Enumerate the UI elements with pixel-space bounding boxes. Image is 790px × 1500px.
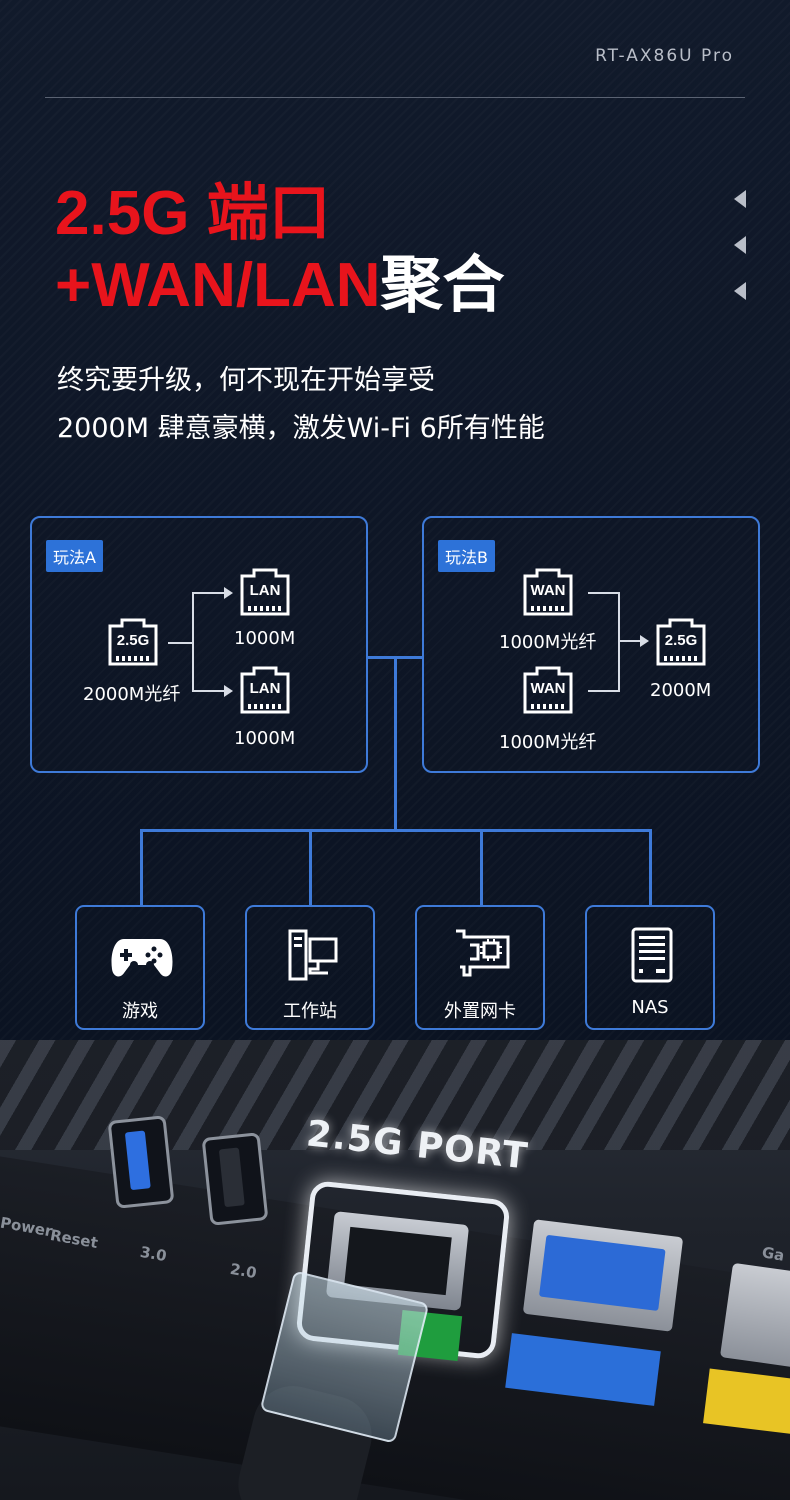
port-label: LAN [249,680,281,697]
source-bandwidth: 2000M光纤 [83,684,181,705]
workstation-icon [288,929,338,981]
title-line-2: +WAN/LAN聚合 [55,250,505,322]
ethernet-port-icon: 2.5G [652,618,710,666]
branch-drop [649,829,652,907]
ethernet-port-icon: WAN [519,568,577,616]
connector-line [192,690,226,692]
page-title: 2.5G 端口 +WAN/LAN聚合 [55,178,505,322]
device-label: 游戏 [122,1001,158,1022]
branch-drop [309,829,312,907]
triangle-left-icon [734,236,746,254]
connector-line [192,592,226,594]
mode-a-tag: 玩法A [46,540,103,572]
title-aggregation: 聚合 [380,251,505,320]
port-label: WAN [530,680,566,697]
arrow-right-icon [224,685,233,697]
usb2-port [201,1132,269,1226]
port-label: 2.5G [116,632,150,649]
connector-line [618,640,642,642]
out-bandwidth-1: 1000M [234,628,296,649]
ethernet-port-icon: LAN [236,568,294,616]
port-label: 2.5G [664,632,698,649]
header-divider [45,97,745,98]
in-bandwidth-1: 1000M光纤 [499,632,597,653]
target-bandwidth: 2000M [650,680,712,701]
mode-b-panel: 玩法B WAN 1000M光纤 WAN 1000M光纤 2.5G 2000M [422,516,760,773]
wan-port [522,1219,684,1332]
ethernet-port-icon: 2.5G [104,618,162,666]
in-bandwidth-2: 1000M光纤 [499,732,597,753]
model-name: RT-AX86U Pro [595,46,734,66]
title-wan-lan: +WAN/LAN [55,251,381,320]
gaming-silk: Ga [760,1243,786,1265]
device-gaming: 游戏 [75,905,205,1030]
trunk-line [394,656,397,831]
ethernet-port-icon: LAN [236,666,294,714]
connector-line [192,592,194,692]
decorative-arrows [734,190,750,328]
title-line-1: 2.5G 端口 [55,179,331,248]
connector-line [168,642,192,644]
lan-port [719,1262,790,1373]
gamepad-icon [111,939,173,977]
device-network-card: 外置网卡 [415,905,545,1030]
triangle-left-icon [734,190,746,208]
subtitle-line-2: 2000M 肆意豪横，激发Wi-Fi 6所有性能 [57,413,545,444]
connector-line [588,690,618,692]
device-workstation: 工作站 [245,905,375,1030]
device-label: 外置网卡 [444,1001,516,1022]
connector-line [618,592,620,692]
port-label: LAN [249,582,281,599]
branch-drop [480,829,483,907]
triangle-left-icon [734,282,746,300]
mode-a-panel: 玩法A 2.5G 2000M光纤 LAN 1000M LAN 1000M [30,516,368,773]
device-label: NAS [631,997,669,1018]
arrow-right-icon [224,587,233,599]
router-photo: Power Reset 3.0 2.0 Ga 2.5G PORT [0,1040,790,1500]
network-card-icon [456,929,510,977]
ethernet-port-icon: WAN [519,666,577,714]
device-nas: NAS [585,905,715,1030]
port-2-5g-socket [344,1226,452,1296]
device-label: 工作站 [283,1001,337,1022]
usb3-port [107,1115,175,1209]
arrow-right-icon [640,635,649,647]
branch-drop [140,829,143,907]
connector-line [588,592,618,594]
port-label: WAN [530,582,566,599]
subtitle-line-1: 终究要升级，何不现在开始享受 [57,365,435,396]
out-bandwidth-2: 1000M [234,728,296,749]
mode-b-tag: 玩法B [438,540,495,572]
nas-icon [631,927,673,983]
background [0,0,790,1040]
branch-line [140,829,652,832]
